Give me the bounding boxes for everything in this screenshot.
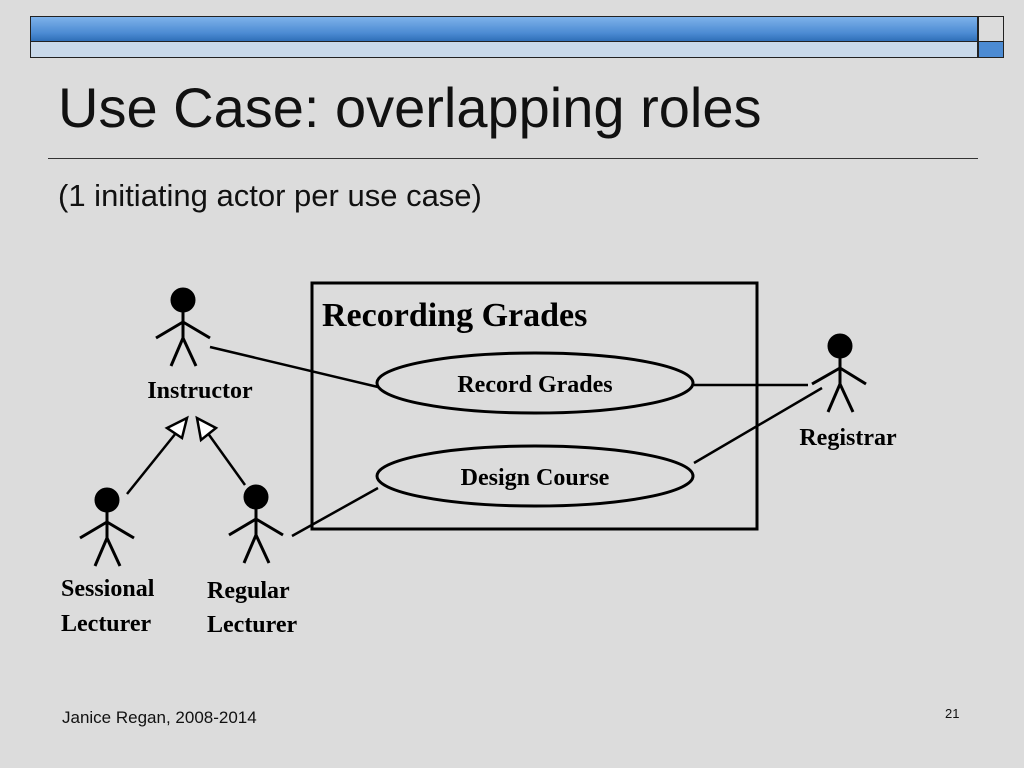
use-case-record-grades-label: Record Grades (457, 372, 612, 398)
system-boundary-label: Recording Grades (322, 297, 587, 334)
slide-subtitle: (1 initiating actor per use case) (58, 178, 482, 213)
header-corner-block (978, 16, 1004, 58)
actor-regular-label-line1: Regular (207, 578, 290, 604)
header-bar (30, 16, 978, 58)
actor-sessional-label-line1: Sessional (61, 576, 155, 602)
actor-instructor (155, 287, 211, 367)
use-case-record-grades (375, 351, 695, 415)
actor-registrar-label: Registrar (799, 425, 897, 451)
actor-regular-lecturer (228, 484, 284, 564)
association-regular-design-course (291, 486, 379, 538)
generalization-regular-to-instructor (195, 415, 247, 486)
association-registrar-design-course (693, 386, 823, 465)
use-case-design-course (375, 444, 695, 508)
actor-regular-label-line2: Lecturer (207, 612, 298, 638)
actor-registrar (811, 333, 867, 413)
page-number: 21 (945, 706, 960, 721)
slide-footer: Janice Regan, 2008-2014 (62, 708, 257, 727)
system-boundary-box (310, 281, 759, 531)
slide-title: Use Case: overlapping roles (58, 76, 762, 139)
use-case-design-course-label: Design Course (461, 465, 610, 491)
title-divider (48, 158, 978, 159)
association-instructor-record-grades (209, 345, 379, 389)
actor-sessional-lecturer (79, 487, 135, 567)
actor-sessional-label-line2: Lecturer (61, 611, 152, 637)
generalization-sessional-to-instructor (126, 415, 189, 495)
actor-instructor-label: Instructor (147, 378, 253, 404)
